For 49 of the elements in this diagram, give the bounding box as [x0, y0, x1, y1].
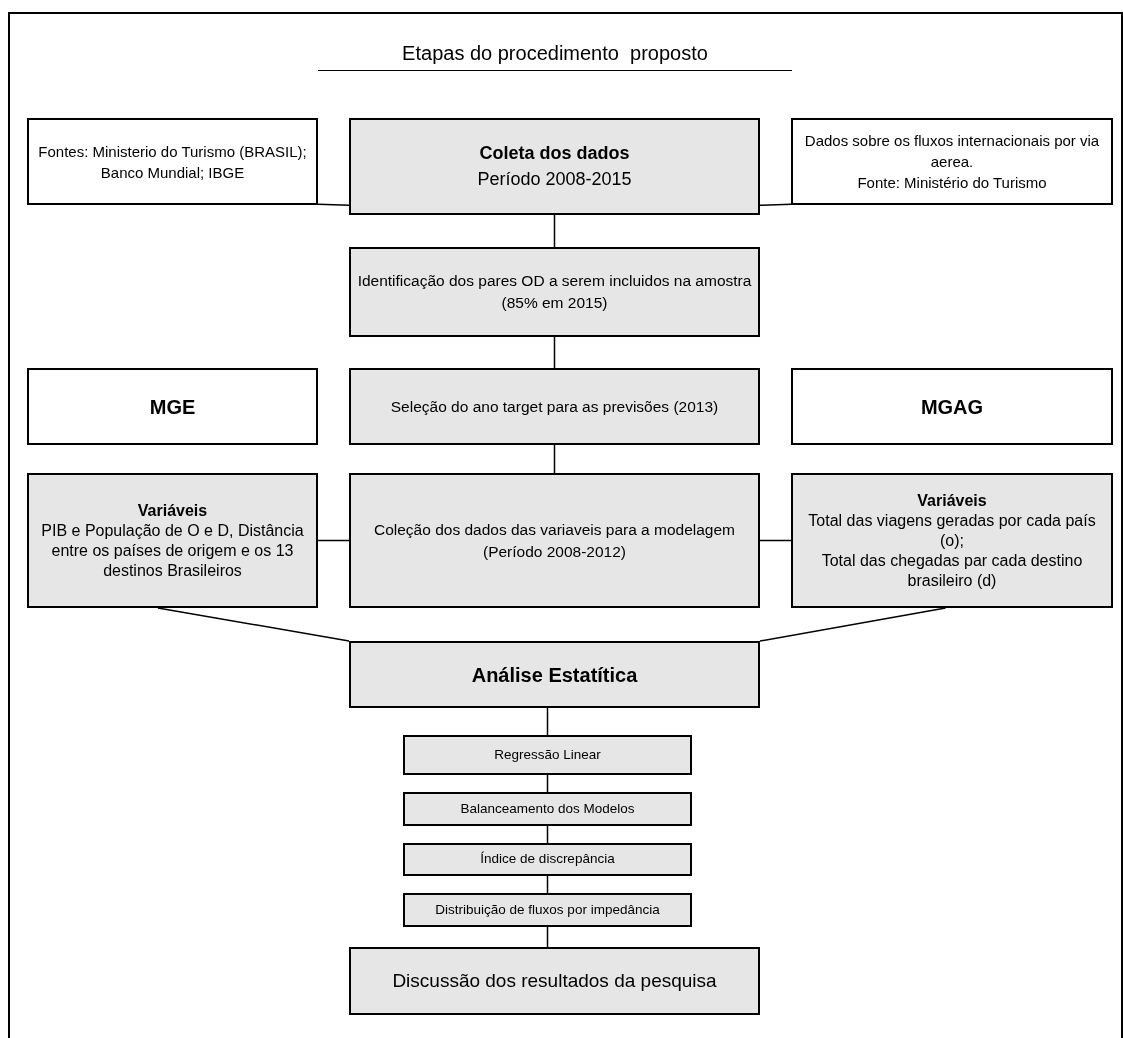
process-box — [349, 368, 760, 445]
box-text: Total das viagens geradas por cada país (o); — [807, 510, 1097, 551]
process-box — [349, 947, 760, 1015]
box-heading: Variáveis — [917, 490, 987, 511]
process-box — [27, 118, 318, 205]
process-box — [791, 368, 1113, 445]
box-text: Identificação dos pares OD a serem incluidos na amostra (85% em 2015) — [356, 271, 753, 313]
process-box — [791, 118, 1113, 205]
box-text: Coleção dos dados das variaveis para a modelagem (Período 2008-2012) — [373, 519, 736, 562]
process-box — [27, 368, 318, 445]
process-box — [791, 473, 1113, 608]
connector-line — [546, 707, 549, 736]
process-box — [349, 118, 760, 215]
process-box — [403, 735, 692, 775]
connector-line — [553, 444, 556, 474]
box-heading: Coleta dos dados — [479, 142, 630, 166]
connector-line — [553, 336, 556, 369]
box-text: Balanceamento dos Modelos — [460, 799, 635, 818]
connector-line — [759, 607, 947, 642]
process-box — [403, 843, 692, 876]
box-text: Análise Estatítica — [471, 662, 638, 688]
process-box — [349, 247, 760, 337]
process-box — [403, 792, 692, 826]
box-text: Fonte: Ministério do Turismo — [857, 173, 1047, 193]
box-text: Período 2008-2015 — [477, 167, 632, 191]
connector-line — [546, 926, 549, 948]
box-text: Total das chegadas par cada destino brasileiro (d) — [820, 550, 1084, 591]
connector-line — [317, 539, 350, 542]
box-text: MGAG — [920, 394, 984, 420]
diagram-title: Etapas do procedimento proposto — [401, 42, 709, 65]
connector-line — [157, 607, 350, 642]
box-text: Fontes: Ministerio do Turismo (BRASIL); Banco Mundial; IBGE — [37, 141, 308, 183]
box-text: PIB e População de O e D, Distância entre os países de origem e os 13 destinos Brasileiros — [40, 520, 305, 581]
process-box — [27, 473, 318, 608]
box-text: Discussão dos resultados da pesquisa — [392, 968, 717, 993]
box-text: MGE — [149, 394, 196, 420]
box-text: Seleção do ano target para as previsões (2013) — [390, 396, 719, 417]
box-text: Dados sobre os fluxos internacionais por via aerea. — [803, 131, 1101, 172]
box-text: Índice de discrepância — [480, 850, 615, 869]
box-text: Regressão Linear — [494, 745, 601, 764]
box-text: Distribuição de fluxos por impedância — [435, 900, 660, 919]
connector-line — [317, 203, 350, 207]
connector-line — [553, 214, 556, 248]
connector-line — [759, 203, 792, 207]
process-box — [403, 893, 692, 927]
box-heading: Variáveis — [137, 500, 208, 521]
connector-line — [759, 539, 792, 542]
process-box — [349, 473, 760, 608]
process-box — [349, 641, 760, 708]
